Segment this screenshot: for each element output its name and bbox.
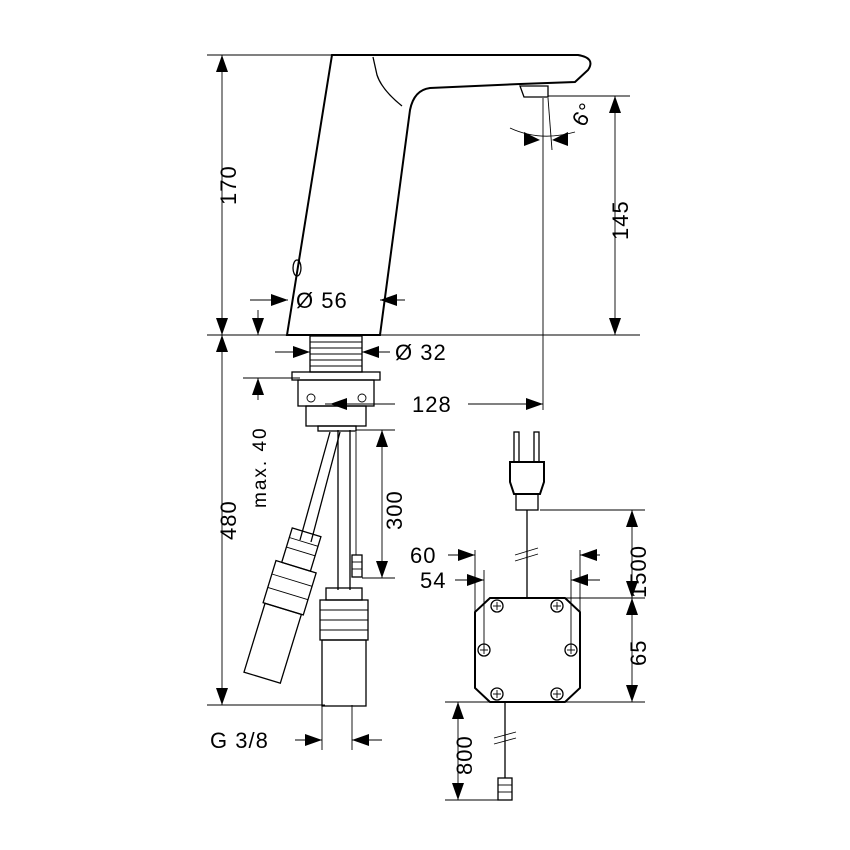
- dim-diameter-32: Ø 32: [395, 340, 447, 365]
- dim-800: 800: [452, 735, 477, 775]
- supply-hoses: [243, 430, 369, 707]
- dim-g-3-8: G 3/8: [210, 728, 269, 753]
- dimension-lines: [207, 54, 645, 801]
- dimension-labels: 170 145 6° Ø 56 Ø 32 128 max. 40 480 300…: [210, 98, 651, 775]
- dim-54: 54: [420, 568, 446, 593]
- dim-6-degrees: 6°: [567, 98, 600, 130]
- control-box: [474, 431, 581, 801]
- dim-128: 128: [412, 392, 452, 417]
- dim-170: 170: [216, 165, 241, 205]
- faucet-thread: [291, 335, 381, 432]
- dim-diameter-56: Ø 56: [296, 288, 348, 313]
- faucet-body: [285, 54, 592, 336]
- dim-145: 145: [608, 200, 633, 240]
- dim-300: 300: [382, 490, 407, 530]
- dim-65: 65: [626, 640, 651, 666]
- dim-max-40: max. 40: [250, 426, 271, 508]
- dim-1500: 1500: [626, 545, 651, 598]
- dim-480: 480: [216, 500, 241, 540]
- dim-60: 60: [410, 543, 436, 568]
